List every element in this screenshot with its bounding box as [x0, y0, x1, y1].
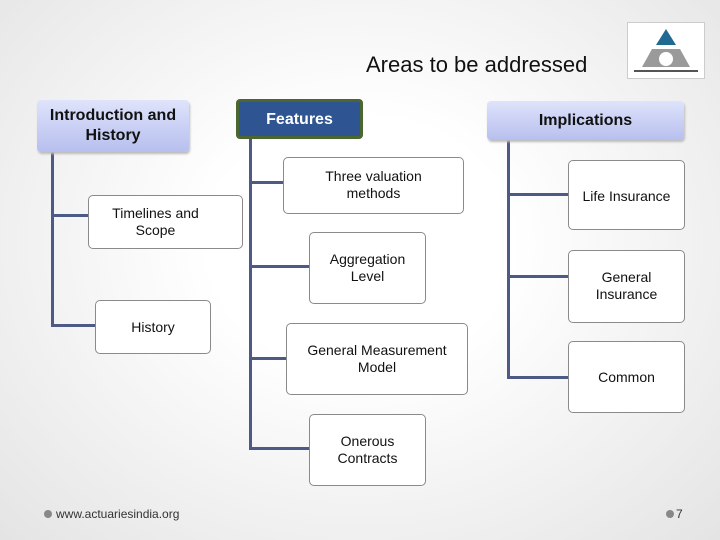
footer-bullet-icon — [44, 510, 52, 518]
header-introduction: Introduction and History — [37, 100, 189, 152]
page-number: 7 — [676, 507, 683, 521]
item-aggregation-level: Aggregation Level — [309, 232, 426, 304]
footer-url: www.actuariesindia.org — [56, 507, 180, 521]
header-implications: Implications — [487, 101, 684, 140]
item-timelines-scope: Timelines and Scope — [88, 195, 243, 249]
slide-title: Areas to be addressed — [366, 52, 588, 77]
item-three-valuation-methods: Three valuation methods — [283, 157, 464, 214]
logo-icon — [634, 29, 698, 72]
item-common: Common — [568, 341, 685, 413]
item-general-insurance: General Insurance — [568, 250, 685, 323]
item-history: History — [95, 300, 211, 354]
item-life-insurance: Life Insurance — [568, 160, 685, 230]
logo — [627, 22, 705, 79]
page-bullet-icon — [666, 510, 674, 518]
item-general-measurement-model: General Measurement Model — [286, 323, 468, 395]
item-onerous-contracts: Onerous Contracts — [309, 414, 426, 486]
header-features: Features — [236, 99, 363, 139]
